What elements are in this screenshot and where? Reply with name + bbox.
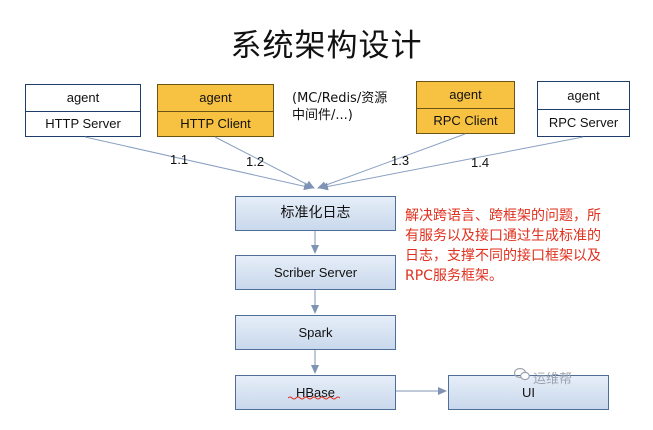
agent-box-http-server: agent HTTP Server	[25, 84, 141, 137]
agent-label: agent	[538, 82, 629, 110]
agent-box-rpc-server: agent RPC Server	[537, 81, 630, 137]
spark-box: Spark	[235, 315, 396, 350]
middleware-note-line: 中间件/...)	[292, 108, 353, 123]
agent-box-http-client: agent HTTP Client	[157, 84, 274, 137]
agent-role: HTTP Server	[45, 116, 121, 131]
agent-label: agent	[26, 85, 140, 112]
watermark-text: 运维帮	[533, 372, 573, 387]
agent-label: agent	[158, 85, 273, 112]
hbase-box: HBase	[235, 375, 396, 410]
scriber-server-box: Scriber Server	[235, 255, 396, 290]
edge-label-1-3: 1.3	[391, 153, 410, 168]
note-line: RPC服务框架。	[405, 268, 503, 284]
agent-box-rpc-client: agent RPC Client	[416, 81, 515, 134]
edge-line-1-1	[84, 136, 313, 191]
note-line: 解决跨语言、跨框架的问题，所	[405, 208, 601, 224]
middleware-note: (MC/Redis/资源 中间件/...)	[292, 90, 442, 124]
log-explanation-note: 解决跨语言、跨框架的问题，所 有服务以及接口通过生成标准的 日志，支撑不同的接口…	[405, 206, 641, 286]
page-title: 系统架构设计	[230, 28, 423, 64]
edge-line-1-2	[214, 136, 315, 189]
edge-line-1-4	[319, 136, 584, 191]
standard-log-box: 标准化日志	[235, 196, 396, 231]
edge-label-1-4: 1.4	[471, 155, 490, 170]
spellcheck-underline	[288, 396, 340, 400]
agent-label: agent	[417, 82, 514, 109]
note-line: 日志，支撑不同的接口框架以及	[405, 248, 601, 264]
middleware-note-line: (MC/Redis/资源	[292, 91, 388, 106]
note-line: 有服务以及接口通过生成标准的	[405, 228, 601, 244]
agent-role: HTTP Client	[180, 116, 251, 131]
wechat-icon	[514, 367, 530, 381]
edge-line-1-3	[317, 133, 466, 189]
edge-label-1-1: 1.1	[170, 152, 189, 167]
agent-role: RPC Server	[548, 115, 619, 130]
agent-role: RPC Client	[433, 113, 498, 128]
edge-label-1-2: 1.2	[246, 154, 265, 169]
